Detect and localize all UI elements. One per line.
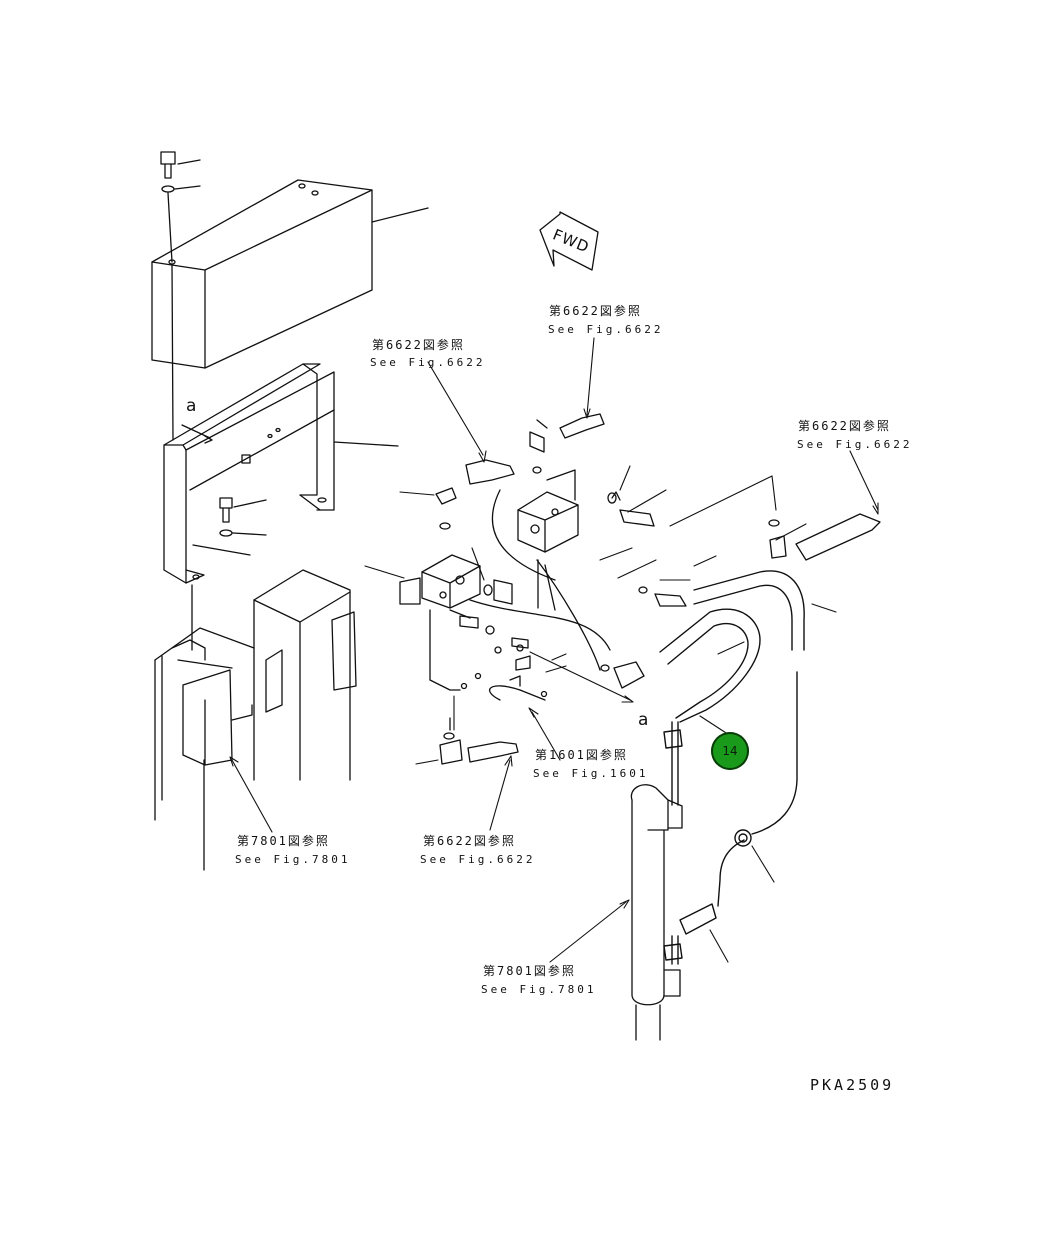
ref-label-jp: 第6622図参照 bbox=[798, 419, 891, 433]
ref-label-jp: 第1601図参照 bbox=[535, 748, 628, 762]
ref-label-en: See Fig.7801 bbox=[481, 983, 597, 996]
ref-label-en: See Fig.6622 bbox=[420, 853, 536, 866]
ref-label-jp: 第6622図参照 bbox=[549, 304, 642, 318]
ref-label-jp: 第6622図参照 bbox=[372, 338, 465, 352]
ref-label-en: See Fig.6622 bbox=[797, 438, 913, 451]
battery-bracket bbox=[163, 363, 399, 584]
lower-frame bbox=[154, 569, 357, 871]
fwd-arrow bbox=[539, 211, 599, 271]
ref-label-en: See Fig.7801 bbox=[235, 853, 351, 866]
drawing-code: PKA2509 bbox=[810, 1076, 895, 1094]
ref-label-jp: 第7801図参照 bbox=[237, 834, 330, 848]
callout-number: 14 bbox=[722, 744, 738, 758]
fittings bbox=[435, 413, 881, 765]
ref-label-en: See Fig.6622 bbox=[548, 323, 664, 336]
valve-assembly bbox=[399, 469, 611, 701]
ref-label-jp: 第6622図参照 bbox=[423, 834, 516, 848]
part-callout-14[interactable]: 14 bbox=[711, 732, 749, 770]
bracket-bolt bbox=[192, 497, 267, 556]
hoses bbox=[659, 570, 805, 965]
connection-marker-a: a bbox=[186, 396, 197, 416]
ref-label-en: See Fig.1601 bbox=[533, 767, 649, 780]
leader-lines bbox=[229, 337, 879, 963]
ref-label-en: See Fig.6622 bbox=[370, 356, 486, 369]
ref-label-jp: 第7801図参照 bbox=[483, 964, 576, 978]
battery-cover-box bbox=[151, 179, 429, 441]
connection-marker-a: a bbox=[638, 710, 649, 730]
cylinder bbox=[630, 784, 683, 1041]
